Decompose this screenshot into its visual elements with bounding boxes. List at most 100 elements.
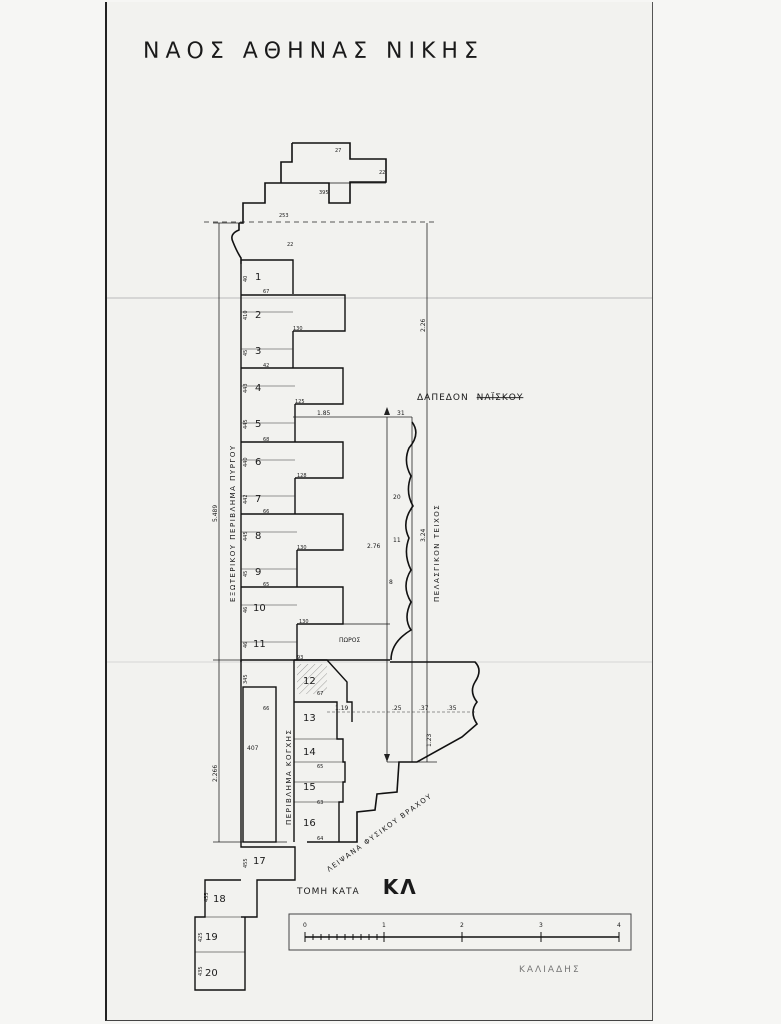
course-height-label: 46 [243,642,249,648]
course-height-label: 455 [243,858,249,868]
scale-tick: 3 [539,922,543,929]
rock-remains-label: ΛΕΙΨΑΝΑ ΦΥΣΙΚΟΥ ΒΡΑΧΟΥ [325,792,433,874]
scale-tick: 1 [382,922,386,929]
top-blocks [239,142,387,224]
course-height-label: 45 [243,571,249,577]
course-number: 18 [213,894,226,905]
course-height-label: 345 [243,674,249,684]
top-block-label: 22 [287,242,293,248]
section-caption: ΤΟΜΗ ΚΑΤΑ ΚΛ [296,875,418,899]
bottom-blocks [194,842,296,991]
course-number: 10 [253,603,266,614]
width-label: 130 [293,326,303,332]
course-height-label: 442 [243,494,249,504]
course-number: 7 [255,494,261,505]
course-height-label: 425 [198,932,204,942]
outer-tower-casing-label: ΕΞΩΤΕΡΙΚΟΥ ΠΕΡΙΒΛΗΜΑ ΠΥΡΓΟΥ [229,444,237,602]
course-height-label: 445 [243,531,249,541]
depth-label: 1.19 [335,705,349,712]
width-label: 63 [317,800,323,806]
top-block-label: 395 [319,190,329,196]
depth-label: .35 [447,705,457,712]
course-number: 9 [255,567,261,578]
course-height-label: 440 [243,457,249,467]
width-label: 42 [263,363,269,369]
floor-label-struck: ΝΑΪΣΚΟΥ [477,392,524,403]
width-label: 65 [263,582,269,588]
course-number: 1 [255,272,261,283]
scale-tick: 2 [460,922,464,929]
lower-courses [240,659,353,843]
top-block-label: 27 [335,148,341,154]
course-height-label: 443 [243,383,249,393]
course-number: 20 [205,968,218,979]
course-height-label: 455 [204,892,210,902]
width-label: 65 [317,764,323,770]
course-number: 16 [303,818,316,829]
width-label: 130 [299,619,309,625]
drawing-title: ΝΑΟΣ ΑΘΗΝΑΣ ΝΙΚΗΣ [143,39,484,64]
course-height-label: 410 [243,310,249,320]
right-height-dim: 2.26 [420,318,427,332]
course-number: 3 [255,346,261,357]
width-label: 93 [297,655,303,661]
course-height-label: 45 [243,350,249,356]
course-number: 2 [255,310,261,321]
top-block-label: 22 [379,170,385,176]
course-number: 5 [255,419,261,430]
dimension-total: 5.489 [212,505,219,522]
course-number: 4 [255,383,261,394]
course-heights: 40 410 45 443 445 440 442 445 45 46 46 3… [198,276,249,976]
course-number: 17 [253,856,266,867]
width-label: 130 [297,545,307,551]
course-number: 12 [303,676,316,687]
rock-outcrop [307,661,480,843]
course-number: 19 [205,932,218,943]
section-drawing: ΝΑΟΣ ΑΘΗΝΑΣ ΝΙΚΗΣ 27 22 395 253 22 [107,39,652,991]
scale-tick: 0 [303,922,307,929]
step-dim: 11 [393,537,401,544]
arrow-up [384,407,390,415]
level-dim: 1.85 [317,410,331,417]
width-label: 128 [297,473,307,479]
scale-tick: 4 [617,922,621,929]
width-label: 66 [263,706,269,712]
arrow-down [384,754,390,762]
right-dimensions [293,223,437,763]
step-dim: 20 [393,494,401,501]
width-label: 66 [263,509,269,515]
hatch-note: ΠΩΡΟΣ [339,637,360,644]
course-height-label: 435 [198,966,204,976]
course-height-label: 40 [243,276,249,282]
drawing-sheet: ΝΑΟΣ ΑΘΗΝΑΣ ΝΙΚΗΣ 27 22 395 253 22 [105,2,653,1021]
floor-label-text: ΔΑΠΕΔΟΝ [417,393,469,403]
dimension-lower: 2.266 [212,765,219,782]
course-height-label: 46 [243,607,249,613]
course-number: 13 [303,713,316,724]
depth-label: .37 [419,705,429,712]
niche-depth: 407 [247,745,259,752]
hatched-area [297,664,327,694]
pelasgic-wall-profile [390,421,417,661]
pelasgic-wall-label: ΠΕΛΑΣΓΙΚΟΝ ΤΕΙΧΟΣ [433,504,441,602]
width-label: 67 [263,289,269,295]
course-number: 6 [255,457,261,468]
width-label: 125 [295,399,305,405]
course-number: 11 [253,639,266,650]
course-number: 8 [255,531,261,542]
width-label: 68 [263,437,269,443]
cornice-profile [231,223,242,264]
course-joints [241,311,297,643]
niche-casing-label: ΠΕΡΙΒΛΗΜΑ ΚΟΓΧΗΣ [285,729,293,825]
section-caption-text: ΤΟΜΗ ΚΑΤΑ [296,887,360,897]
floor-label: ΔΑΠΕΔΟΝ ΝΑΪΣΚΟΥ [417,392,523,403]
scale-bar: 0 1 2 3 4 [288,913,632,951]
course-blocks [240,259,390,662]
section-mark: ΚΛ [383,875,418,899]
course-number: 15 [303,782,316,793]
pelasgic-height-dim: 3.24 [420,528,427,542]
signature: ΚΑΛΙΑΔΗΣ [519,965,581,975]
step-dim: 8 [389,579,393,586]
offset-dim: 31 [397,410,405,417]
width-label: 64 [317,836,323,842]
